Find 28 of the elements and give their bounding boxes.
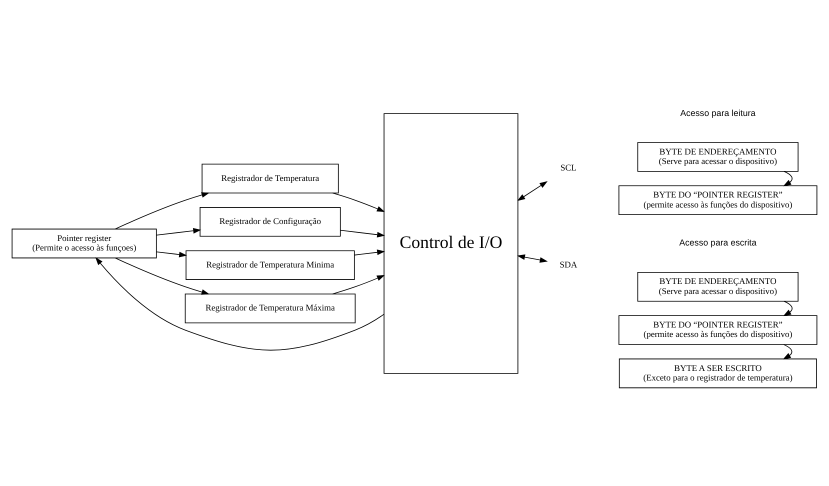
node-box: BYTE DO “POINTER REGISTER” (permite acesso às funções do dispositivo) [618, 184, 818, 215]
label: Acesso para leitura [680, 107, 756, 118]
arrow [782, 344, 792, 359]
node-box: Registrador de Temperatura Máxima [184, 293, 356, 323]
node-box: Control de I/O [384, 112, 518, 374]
node-text: SDA [560, 258, 578, 269]
arrow [783, 170, 793, 186]
arrow [156, 251, 188, 257]
node-box: Registrador de Temperatura [202, 163, 339, 193]
node-text: SCL [560, 162, 576, 172]
node-box: Registrador de Temperatura Minima [186, 250, 355, 280]
arrow [114, 192, 210, 229]
node-box: Registrador de Configuração [200, 206, 341, 236]
node-box: Pointer register (Permite o acesso às funçoes) [12, 228, 157, 258]
arrow [516, 254, 548, 262]
node-box: BYTE DE ENDEREÇAMENTO (Serve para acessar o dispositivo) [637, 142, 798, 172]
arrow [95, 256, 384, 350]
arrow [354, 249, 386, 255]
arrow [156, 228, 202, 235]
arrow [517, 180, 548, 200]
arrow [783, 300, 793, 316]
node-box: BYTE DO “POINTER REGISTER” (permite acesso às funções do dispositivo) [618, 314, 818, 344]
arrow [332, 192, 385, 212]
arrow [114, 257, 210, 294]
node-box: BYTE DE ENDEREÇAMENTO (Serve para acessar o dispositivo) [637, 271, 798, 302]
node-box: BYTE A SER ESCRITO (Exceto para o registrador de temperatura) [618, 358, 817, 388]
label: Acesso para escrita [679, 237, 757, 248]
arrow [340, 229, 386, 237]
